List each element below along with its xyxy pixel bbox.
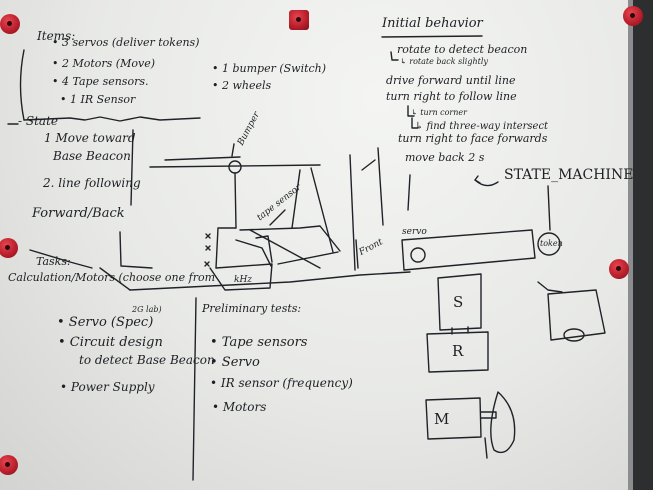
behavior-step: turn right to follow line <box>386 90 517 103</box>
block-m-label: M <box>434 410 450 428</box>
items-heading: Items: <box>37 29 76 43</box>
tasks-entry: • Power Supply <box>60 380 155 394</box>
behavior-heading: Initial behavior <box>382 16 483 31</box>
magnet-mid-right <box>609 259 629 279</box>
behavior-step: move back 2 s <box>405 151 485 164</box>
magnet-top-center <box>289 10 309 30</box>
magnet-bottom-left <box>0 455 18 475</box>
khz-label: kHz <box>234 275 253 285</box>
preliminary-heading: Preliminary tests: <box>202 302 302 315</box>
items-entry: • 2 Motors (Move) <box>52 57 156 70</box>
tasks-entry: Calculation/Motors (choose one from <box>8 271 216 284</box>
tasks-entry: 2G lab) <box>132 305 162 314</box>
state-machine-label: STATE_MACHINE <box>504 167 634 183</box>
token-label: token <box>540 239 563 248</box>
state-heading: - State <box>18 114 58 128</box>
tasks-entry: • Servo (Spec) <box>57 315 154 330</box>
block-s-label: S <box>453 293 464 311</box>
items-entry: • 2 wheels <box>212 79 272 92</box>
behavior-step: turn right to face forwards <box>398 132 548 145</box>
items-entry: • 3 servos (deliver tokens) <box>52 36 200 49</box>
magnet-top-left <box>0 14 20 34</box>
state-entry: 1 Move toward <box>44 131 136 145</box>
whiteboard <box>0 0 630 490</box>
block-r-label: R <box>452 342 464 360</box>
items-entry: • 1 bumper (Switch) <box>212 62 327 75</box>
items-entry: • 1 IR Sensor <box>60 93 136 106</box>
preliminary-entry: • Motors <box>212 400 267 414</box>
tasks-heading: Tasks: <box>36 255 71 268</box>
tasks-entry: to detect Base Beacon <box>79 353 215 367</box>
state-entry: Base Beacon <box>53 149 131 163</box>
magnet-mid-left <box>0 238 18 258</box>
items-entry: • 4 Tape sensors. <box>52 75 149 88</box>
preliminary-entry: • Tape sensors <box>210 335 308 350</box>
preliminary-entry: • Servo <box>210 355 260 370</box>
behavior-step: drive forward until line <box>386 74 516 87</box>
state-entry: Forward/Back <box>32 206 125 221</box>
behavior-step: rotate to detect beacon <box>397 43 528 56</box>
board-frame <box>628 0 653 490</box>
preliminary-entry: • IR sensor (frequency) <box>210 376 353 390</box>
magnet-top-right <box>623 6 643 26</box>
behavior-step: ↳ find three-way intersect <box>415 121 549 132</box>
state-entry: 2. line following <box>43 176 141 190</box>
behavior-step: ↳ rotate back slightly <box>400 57 488 66</box>
behavior-step: ↳ turn corner <box>411 108 467 117</box>
servo-label: servo <box>402 227 427 237</box>
tasks-entry: • Circuit design <box>58 335 163 350</box>
